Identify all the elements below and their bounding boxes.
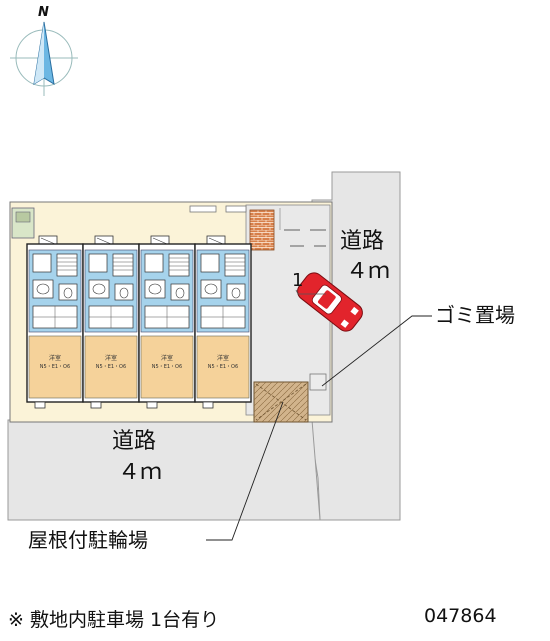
unit-room [84,335,138,399]
unit-stair [224,253,246,277]
parking-number: 1 [292,270,303,291]
unit-room-label: 洋室 [217,354,229,362]
unit-stair [168,253,190,277]
north-label: N [38,5,49,20]
footer-code: 047864 [424,605,497,627]
road-right-label: 道路 [340,229,384,254]
apartment-building: 洋室 N5・E1・O6 洋室 N5・E1・O6 洋室 N5・E1・O6 洋室 N5・E1・O6 [26,235,252,409]
bike-leader-line [206,401,284,541]
unit-bath [32,279,54,299]
unit-bath [88,279,110,299]
garbage-leader-line [321,315,432,387]
unit-room [28,335,82,399]
road-bottom [7,419,321,521]
road-bottom-width: ４ｍ [118,460,162,485]
unit-bath [200,279,222,299]
compass: N [10,5,78,96]
unit-step [202,401,214,409]
unit-step [90,401,102,409]
bike-parking [253,381,309,423]
unit-bath [144,279,166,299]
unit-toilet [114,283,134,301]
garbage-label: ゴミ置場 [435,303,515,327]
unit-entry [200,253,220,273]
unit-step [146,401,158,409]
car-icon [297,272,363,332]
unit-step [34,401,46,409]
unit-toilet [226,283,246,301]
unit-room [140,335,194,399]
unit-stair [112,253,134,277]
unit-size-label: N5・E1・O6 [208,364,238,370]
road-bottom-label: 道路 [112,429,156,454]
unit-toilet [170,283,190,301]
garbage-area [309,373,327,391]
unit-entry [88,253,108,273]
footer-note: ※ 敷地内駐車場 1台有り [8,609,220,631]
unit-size-label: N5・E1・O6 [152,364,182,370]
road-right [311,171,401,521]
bike-parking-label: 屋根付駐輪場 [28,528,148,552]
unit-stair [56,253,78,277]
unit-room [196,335,250,399]
unit-room-label: 洋室 [49,354,61,362]
unit-room-label: 洋室 [105,354,117,362]
unit-size-label: N5・E1・O6 [96,364,126,370]
brick-wall [249,209,275,251]
road-right-width: ４ｍ [346,259,390,284]
unit-entry [32,253,52,273]
unit-room-label: 洋室 [161,354,173,362]
unit-entry [144,253,164,273]
unit-size-label: N5・E1・O6 [40,364,70,370]
unit-toilet [58,283,78,301]
